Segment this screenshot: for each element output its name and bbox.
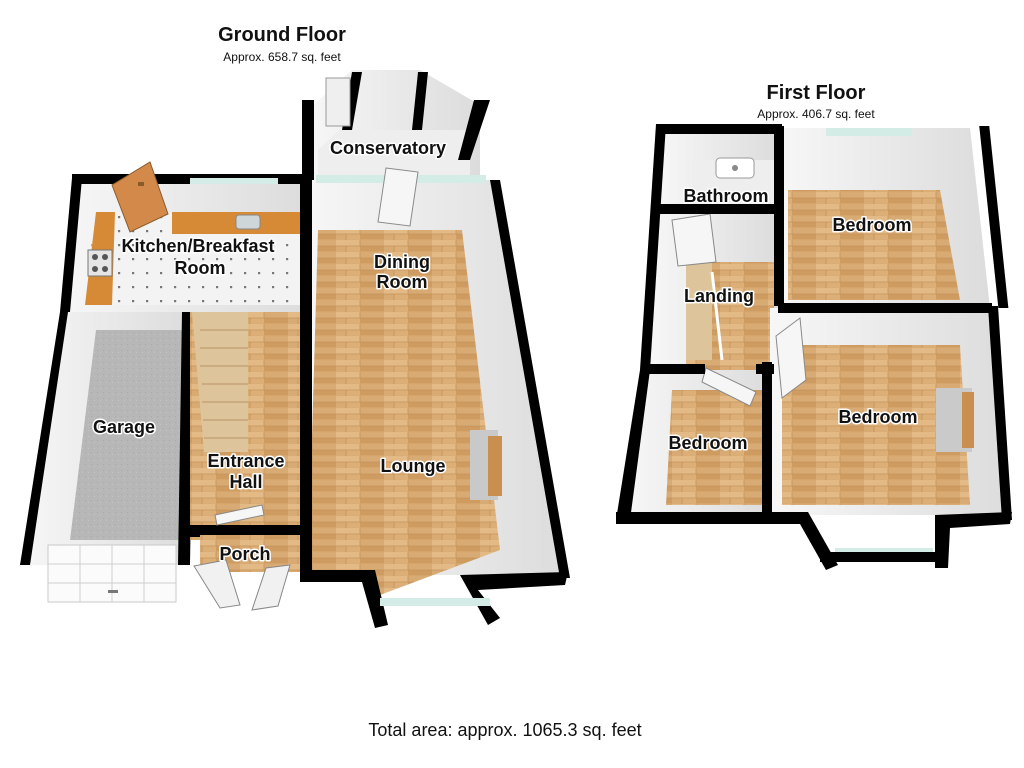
kitchen-back-door <box>111 161 169 233</box>
lounge-label: Lounge <box>381 456 446 476</box>
ground-floor-area: Approx. 658.7 sq. feet <box>223 50 341 64</box>
conservatory-door <box>377 167 419 227</box>
bedroom-right-room <box>770 308 1010 556</box>
ground-floor-title: Ground Floor <box>218 24 346 46</box>
porch-label: Porch <box>219 544 270 564</box>
dining-room-label-line2: Room <box>377 272 428 292</box>
garage-door <box>47 544 177 603</box>
first-floor-area: Approx. 406.7 sq. feet <box>757 107 875 121</box>
bathroom-label: Bathroom <box>684 186 769 206</box>
bedroom-left-room <box>625 367 770 515</box>
garage-room <box>20 312 194 565</box>
room-labels: Conservatory Kitchen/Breakfast Room Dini… <box>91 137 919 566</box>
dining-room-label-line1: Dining <box>374 252 430 272</box>
first-floor-plan <box>616 124 1012 570</box>
entrance-hall-label-line1: Entrance <box>207 451 284 471</box>
bedroom-right-label: Bedroom <box>838 407 917 427</box>
entrance-hall-room <box>182 312 312 572</box>
entrance-hall-label-line2: Hall <box>229 472 262 492</box>
bedroom-left-label: Bedroom <box>668 433 747 453</box>
total-area-text: Total area: approx. 1065.3 sq. feet <box>368 720 642 740</box>
garage-label: Garage <box>93 417 155 437</box>
bedroom-top-label: Bedroom <box>832 215 911 235</box>
dining-lounge-room <box>300 180 570 628</box>
bathroom-room <box>656 124 782 208</box>
conservatory-label: Conservatory <box>330 138 446 158</box>
landing-room <box>650 208 778 372</box>
landing-label: Landing <box>684 286 754 306</box>
ground-floor-plan <box>20 70 570 628</box>
kitchen-label-line2: Room <box>175 258 226 278</box>
first-floor-walls <box>616 124 1012 570</box>
kitchen-label-line1: Kitchen/Breakfast <box>121 236 274 256</box>
porch-room <box>193 504 300 611</box>
conservatory-room <box>302 70 490 183</box>
kitchen-window <box>190 178 278 184</box>
first-floor-title: First Floor <box>766 82 866 104</box>
